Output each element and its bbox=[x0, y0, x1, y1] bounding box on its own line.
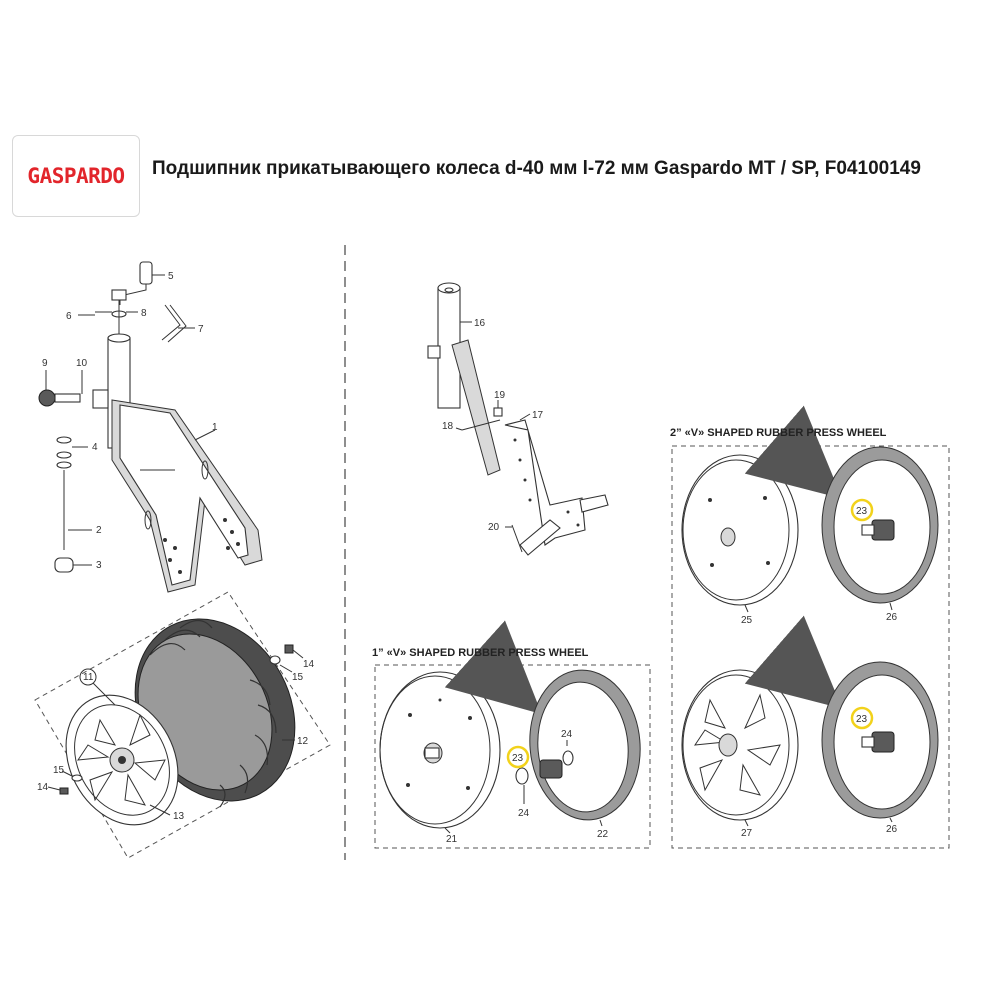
highlight-23-1in bbox=[506, 745, 530, 769]
arm-frame-inner bbox=[119, 404, 249, 586]
callout-11: 11 bbox=[83, 672, 94, 683]
highlight-23-top bbox=[850, 498, 874, 522]
knob bbox=[38, 389, 56, 407]
spring-clip bbox=[161, 304, 187, 343]
callout-10: 10 bbox=[76, 358, 88, 369]
callout-19: 19 bbox=[494, 390, 506, 401]
callout-5: 5 bbox=[168, 271, 174, 282]
section-title-1in: 1” «V» SHAPED RUBBER PRESS WHEEL bbox=[372, 647, 589, 659]
plate-17 bbox=[504, 419, 586, 546]
bearing-23-bottom bbox=[871, 731, 895, 753]
nut-19 bbox=[493, 407, 503, 417]
arrow-1in bbox=[444, 620, 542, 715]
wheel-2in-bottom bbox=[681, 615, 939, 821]
leader-lines-wheel bbox=[47, 649, 304, 816]
callout-12: 12 bbox=[297, 736, 309, 747]
callout-18: 18 bbox=[442, 421, 454, 432]
callout-20: 20 bbox=[488, 522, 500, 533]
wheel-disc-25 bbox=[681, 454, 799, 606]
callout-26-bottom: 26 bbox=[886, 824, 898, 835]
callout-8: 8 bbox=[141, 308, 147, 319]
callout-1: 1 bbox=[212, 422, 218, 433]
highlight-23-bottom bbox=[850, 706, 874, 730]
nut-3 bbox=[54, 557, 74, 573]
wheel-assembly bbox=[59, 618, 296, 826]
bearing-23-1in bbox=[539, 759, 563, 779]
callout-25: 25 bbox=[741, 615, 753, 626]
post-top bbox=[107, 333, 131, 343]
arrow-2in-top bbox=[744, 405, 843, 499]
brand-logo[interactable]: GASPARDO bbox=[12, 135, 140, 217]
knob-block bbox=[92, 389, 109, 409]
knob-screw bbox=[54, 393, 81, 403]
callout-23-1in: 23 bbox=[512, 753, 524, 764]
callout-21: 21 bbox=[446, 834, 458, 845]
arm-assembly bbox=[38, 261, 263, 593]
leader-lines-bracket bbox=[455, 321, 531, 528]
callout-23-bottom: 23 bbox=[856, 714, 868, 725]
callout-14-left: 14 bbox=[37, 782, 49, 793]
callout-6: 6 bbox=[66, 311, 72, 322]
brand-logo-text: GASPARDO bbox=[27, 164, 125, 188]
axle-stub bbox=[519, 519, 561, 556]
leader-lines-left bbox=[45, 274, 216, 566]
bolt-14b bbox=[284, 644, 294, 654]
arrow-2in-bottom bbox=[744, 615, 843, 709]
wheel-2in-top bbox=[681, 405, 939, 606]
crank-handle bbox=[139, 261, 153, 285]
callout-24-top: 24 bbox=[561, 729, 573, 740]
callout-16: 16 bbox=[474, 318, 486, 329]
wheel-1in-assembly bbox=[379, 620, 641, 829]
callout-2: 2 bbox=[96, 525, 102, 536]
callout-24-bottom: 24 bbox=[518, 808, 530, 819]
callout-17: 17 bbox=[532, 410, 544, 421]
callout-9: 9 bbox=[42, 358, 48, 369]
washer-15a bbox=[71, 774, 83, 782]
callout-4: 4 bbox=[92, 442, 98, 453]
callout-15-right: 15 bbox=[292, 672, 304, 683]
section-title-2in: 2” «V» SHAPED RUBBER PRESS WHEEL bbox=[670, 427, 887, 439]
bearing-23-top bbox=[871, 519, 895, 541]
callout-23-top: 23 bbox=[856, 506, 868, 517]
callout-3: 3 bbox=[96, 560, 102, 571]
callout-15-left: 15 bbox=[53, 765, 65, 776]
crank-bracket bbox=[111, 289, 127, 301]
washer-15b bbox=[269, 655, 281, 665]
callout-labels: 1 2 3 4 5 6 7 8 9 10 11 12 13 14 14 15 1… bbox=[37, 271, 898, 845]
arm-holes bbox=[163, 518, 240, 574]
bracket-assembly bbox=[427, 282, 609, 556]
bolt-14a bbox=[59, 787, 69, 795]
callout-27: 27 bbox=[741, 828, 753, 839]
callout-14-right: 14 bbox=[303, 659, 315, 670]
bracket-plate bbox=[451, 339, 501, 476]
washer-24a bbox=[515, 767, 529, 785]
callout-22: 22 bbox=[597, 829, 609, 840]
page-title: Подшипник прикатывающего колеса d-40 мм … bbox=[152, 158, 921, 179]
callout-13: 13 bbox=[173, 811, 185, 822]
washer-24b bbox=[562, 750, 574, 766]
callout-26-top: 26 bbox=[886, 612, 898, 623]
callout-7: 7 bbox=[198, 324, 204, 335]
